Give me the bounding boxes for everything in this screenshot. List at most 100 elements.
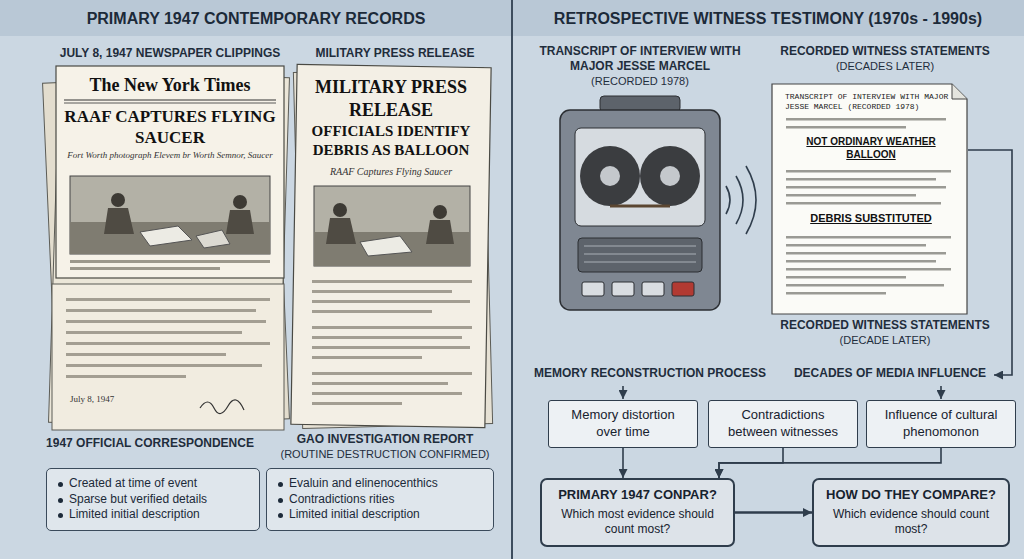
section-label: JULY 8, 1947 NEWSPAPER CLIPPINGS [50, 46, 290, 61]
masthead: The New York Times [60, 74, 280, 97]
newspaper-stack [70, 176, 270, 254]
leader-arrows [968, 150, 1012, 375]
press-release-sheet [312, 356, 422, 359]
newspaper-stack [111, 193, 125, 207]
box-subtext: Limited initial description [57, 507, 251, 523]
highlighted-quote: DEBRIS SUBSTITUTED [782, 212, 960, 226]
transcript-document [786, 202, 941, 205]
tape-recorder [640, 146, 700, 206]
newspaper-stack [56, 66, 284, 278]
factor-box: Influence of cultural phenomonon [866, 400, 1016, 448]
newspaper-stack [66, 298, 270, 301]
box-text: Contradictions between witnesses [717, 407, 849, 441]
press-release-sheet [291, 64, 493, 428]
section-note: (ROUTINE DESTRUCTION CONFIRMED) [280, 448, 490, 462]
transcript-document [786, 186, 946, 189]
tape-recorder [660, 166, 680, 186]
section-label: MILITARY PRESS RELEASE [300, 46, 490, 61]
question-box: HOW DO THEY COMPARE? Which evidence shoul… [812, 478, 1010, 547]
box-text: Evaluin and elinenocenthics [277, 476, 485, 492]
sound-waves [736, 176, 743, 224]
leader-arrows [940, 386, 942, 399]
tape-recorder [672, 282, 694, 296]
section-label: RECORDED WITNESS STATEMENTS [765, 44, 1005, 59]
sound-waves [726, 166, 756, 234]
transcript-document [772, 84, 967, 314]
box-text: Created at time of event [57, 476, 251, 492]
flow-arrow [719, 448, 941, 478]
press-release-sheet [312, 402, 402, 405]
newspaper-stack [140, 226, 192, 246]
newspaper-stack [52, 284, 284, 430]
transcript-document [786, 252, 946, 255]
transcript-document [786, 276, 906, 279]
newspaper-stack [49, 70, 290, 429]
press-release-sheet [312, 372, 472, 375]
transcript-document [786, 118, 946, 121]
newspaper-stack [43, 66, 290, 430]
subheadline: Fort Worth photograph Elevem br Worth Se… [62, 150, 278, 161]
newspaper-stack [66, 320, 266, 323]
box-text: HOW DO THEY COMPARE? [824, 487, 998, 504]
date-stamp: July 8, 1947 [70, 394, 190, 405]
newspaper-stack [64, 99, 276, 100]
box-text: Memory distortion over time [557, 407, 689, 441]
tape-recorder [584, 246, 696, 247]
tape-recorder [560, 96, 720, 310]
press-release-sheet [312, 300, 470, 303]
tape-recorder [612, 282, 634, 296]
section-label: 1947 OFFICIAL CORRESPONDENCE [40, 436, 260, 451]
highlighted-quote: NOT ORDINARY WEATHER BALLOON [782, 136, 960, 161]
box-subtext: Sparse but verified details [57, 492, 251, 508]
section-label: RECORDED WITNESS STATEMENTS [765, 318, 1005, 333]
press-release-sheet [312, 280, 472, 283]
newspaper-stack [66, 364, 262, 367]
tape-recorder [642, 282, 664, 296]
box-text: Influence of cultural phenomonon [875, 407, 1007, 441]
newspaper-stack [200, 400, 244, 414]
transcript-document [786, 178, 936, 181]
summary-box: Created at time of eventSparse but verif… [46, 468, 260, 531]
newspaper-stack [104, 208, 134, 234]
newspaper-stack [70, 267, 220, 270]
tape-recorder [580, 146, 640, 206]
box-subtext: Limited initial description [277, 507, 485, 523]
newspaper-stack [66, 331, 242, 334]
section-label: GAO INVESTIGATION REPORT [285, 432, 485, 447]
panel-heading: RETROSPECTIVE WITNESS TESTIMONY (1970s -… [522, 9, 1014, 29]
press-release-sheet [312, 290, 452, 293]
leader-arrows [622, 386, 624, 399]
press-release-sheet [426, 220, 454, 244]
transcript-document [786, 126, 906, 129]
press-release-sheet [312, 392, 462, 395]
tape-recorder [582, 282, 604, 296]
newspaper-stack [233, 195, 247, 209]
document-title: MILITARY PRESS RELEASE [305, 76, 477, 121]
tape-recorder [575, 128, 705, 226]
press-release-sheet [314, 186, 470, 266]
box-subtext: Which most evidence should count most? [552, 507, 723, 538]
press-release-sheet [312, 382, 448, 385]
tape-recorder [584, 254, 696, 255]
press-release-sheet [291, 64, 491, 427]
press-release-sheet [326, 218, 356, 244]
flow-arrow [622, 448, 624, 478]
section-note: (DECADE LATER) [765, 334, 1005, 348]
headline: RAAF CAPTURES FLYING SAUCER [62, 106, 278, 149]
sound-waves [746, 166, 756, 234]
header-band [511, 0, 513, 559]
tape-recorder [578, 238, 702, 272]
press-release-sheet [312, 326, 472, 329]
newspaper-stack [66, 353, 226, 356]
box-subtext: Contradictions rities [277, 492, 485, 508]
section-note: (DECADES LATER) [765, 60, 1005, 74]
sound-waves [726, 186, 730, 214]
box-subtext: Which evidence should count most? [824, 507, 998, 538]
transcript-document [952, 84, 967, 99]
section-label: TRANSCRIPT OF INTERVIEW WITH MAJOR JESSE… [535, 44, 745, 74]
newspaper-stack [66, 309, 256, 312]
press-release-sheet [333, 203, 347, 217]
transcript-document [786, 236, 951, 239]
transcript-document [786, 170, 951, 173]
